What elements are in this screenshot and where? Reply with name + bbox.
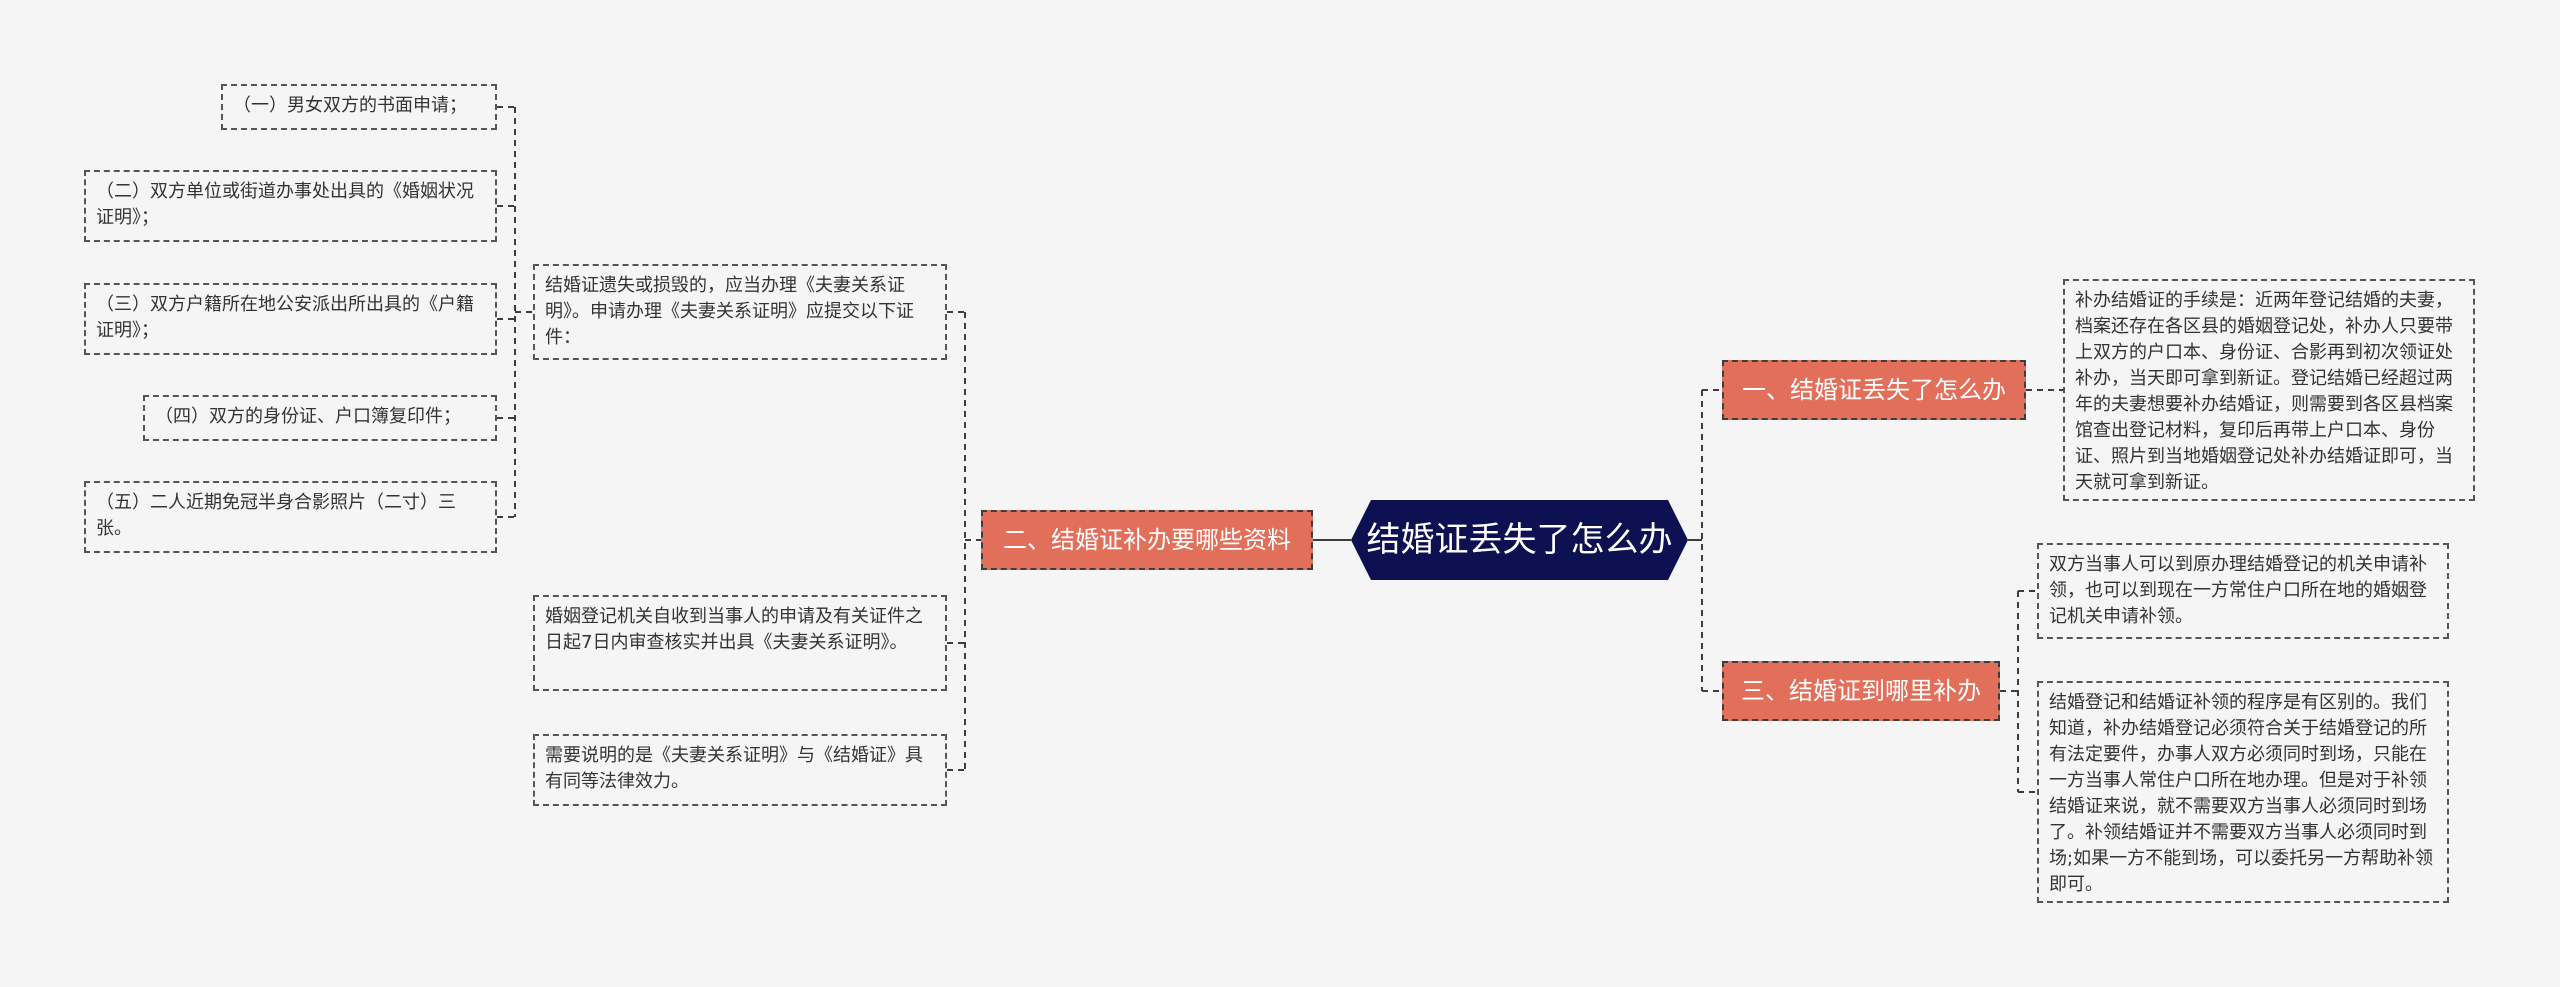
leaf-documents-intro[interactable]: 结婚证遗失或损毁的，应当办理《夫妻关系证明》。申请办理《夫妻关系证明》应提交以下… — [533, 264, 947, 360]
doc-item-3[interactable]: （三）双方户籍所在地公安派出所出具的《户籍证明》； — [84, 283, 497, 355]
leaf-issue-certificate[interactable]: 婚姻登记机关自收到当事人的申请及有关证件之日起7日内审查核实并出具《夫妻关系证明… — [533, 595, 947, 691]
doc-item-1[interactable]: （一）男女双方的书面申请； — [221, 84, 497, 130]
leaf-registration-vs-reissue[interactable]: 结婚登记和结婚证补领的程序是有区别的。我们知道，补办结婚登记必须符合关于结婚登记… — [2037, 681, 2449, 903]
leaf-reissue-procedure[interactable]: 补办结婚证的手续是：近两年登记结婚的夫妻，档案还存在各区县的婚姻登记处，补办人只… — [2063, 279, 2475, 501]
branch-lost-certificate[interactable]: 一、结婚证丢失了怎么办 — [1722, 360, 2026, 420]
branch-required-documents[interactable]: 二、结婚证补办要哪些资料 — [981, 510, 1313, 570]
doc-item-4[interactable]: （四）双方的身份证、户口簿复印件； — [143, 395, 497, 441]
root-topic[interactable]: 结婚证丢失了怎么办 — [1351, 500, 1688, 580]
branch-where-to-reissue[interactable]: 三、结婚证到哪里补办 — [1722, 661, 2000, 721]
leaf-reissue-location[interactable]: 双方当事人可以到原办理结婚登记的机关申请补领，也可以到现在一方常住户口所在地的婚… — [2037, 543, 2449, 639]
doc-item-5[interactable]: （五）二人近期免冠半身合影照片（二寸）三张。 — [84, 481, 497, 553]
doc-item-2[interactable]: （二）双方单位或街道办事处出具的《婚姻状况证明》； — [84, 170, 497, 242]
leaf-legal-effect-note[interactable]: 需要说明的是《夫妻关系证明》与《结婚证》具有同等法律效力。 — [533, 734, 947, 806]
